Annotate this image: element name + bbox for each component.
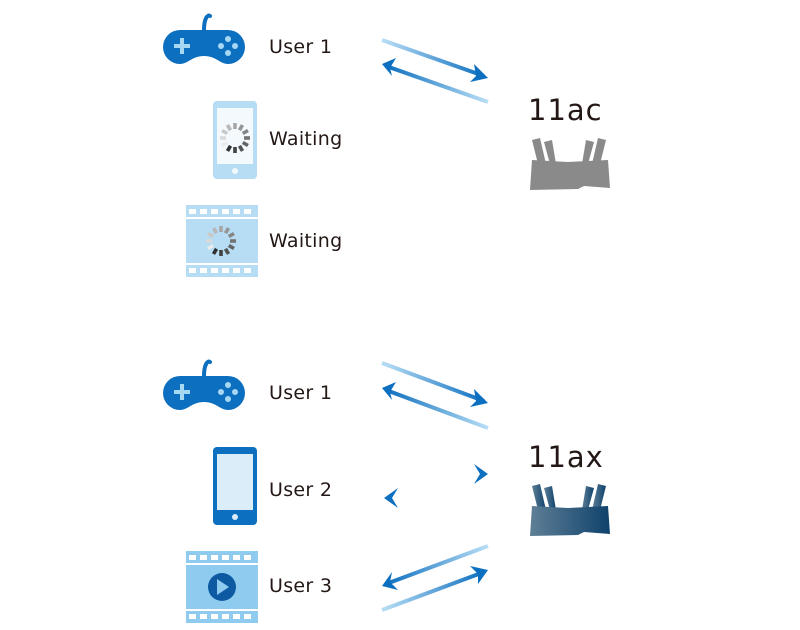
spinner-tick (233, 147, 237, 153)
spinner-tick (223, 247, 231, 255)
wifi-standard-label: 11ax (528, 440, 604, 474)
spinner-tick (211, 247, 219, 255)
video-film-icon (186, 551, 258, 623)
spinner-tick (244, 136, 250, 140)
spinner-tick (227, 243, 235, 251)
gamepad-icon (163, 359, 245, 410)
status-label: Waiting (269, 230, 343, 252)
spinner-tick (233, 123, 237, 129)
smartphone-icon (213, 447, 257, 525)
status-label: Waiting (269, 128, 343, 150)
spinner-tick (207, 243, 215, 251)
spinner-tick (206, 239, 212, 243)
arrow-to-router (381, 38, 488, 82)
spinner-tick (207, 231, 215, 239)
spinner-tick (223, 227, 231, 235)
user-label: User 3 (269, 575, 333, 597)
spinner-tick (237, 124, 245, 132)
spinner-tick (221, 140, 229, 148)
arrow-from-router (382, 382, 489, 430)
wifi-standard-label: 11ac (528, 93, 603, 127)
arrow-to-router (381, 566, 488, 612)
user-label: User 2 (269, 479, 333, 501)
arrow-to-router (374, 464, 488, 484)
spinner-tick (241, 128, 249, 136)
router-icon (530, 484, 610, 536)
arrow-from-router (384, 488, 498, 508)
spinner-tick (220, 136, 226, 140)
smartphone-icon (213, 101, 257, 179)
video-film-icon (186, 205, 258, 277)
arrow-to-router (381, 361, 488, 407)
arrow-from-router (382, 58, 489, 104)
spinner-tick (211, 227, 219, 235)
arrow-from-router (382, 544, 489, 590)
spinner-tick (221, 128, 229, 136)
loading-spinner-icon (206, 226, 236, 256)
spinner-tick (241, 140, 249, 148)
user-label: User 1 (269, 36, 333, 58)
spinner-tick (225, 124, 233, 132)
spinner-tick (219, 250, 223, 256)
spinner-tick (230, 239, 236, 243)
user-label: User 1 (269, 382, 333, 404)
spinner-tick (219, 226, 223, 232)
router-icon (530, 138, 610, 190)
gamepad-icon (163, 13, 245, 64)
spinner-tick (237, 144, 245, 152)
spinner-tick (225, 144, 233, 152)
spinner-tick (227, 231, 235, 239)
loading-spinner-icon (220, 123, 250, 153)
